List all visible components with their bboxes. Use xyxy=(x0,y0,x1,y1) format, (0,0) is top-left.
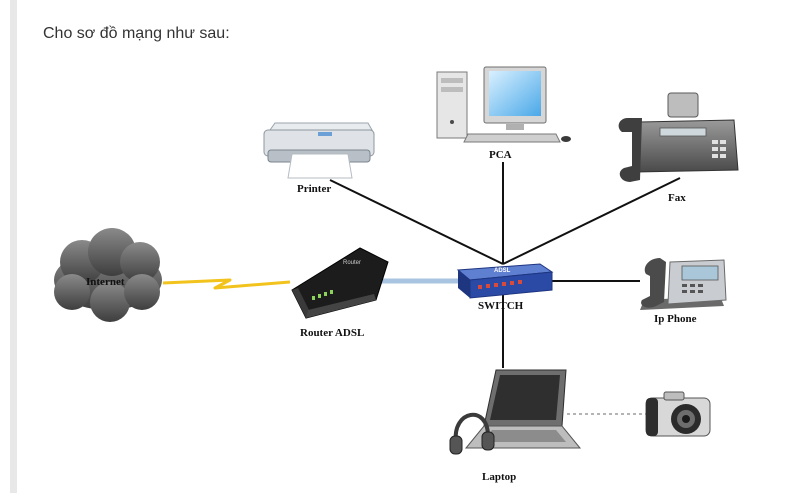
link-internet-router xyxy=(162,278,291,290)
switch-logo: ADSL xyxy=(494,268,511,274)
page-left-border xyxy=(10,0,17,493)
switch-label: SWITCH xyxy=(478,300,524,312)
camera-icon xyxy=(645,391,711,437)
laptop-label: Laptop xyxy=(482,471,516,483)
laptop-icon xyxy=(464,369,582,449)
connection-lines xyxy=(329,162,681,368)
router-logo: Router xyxy=(343,260,361,266)
printer-icon xyxy=(263,122,375,179)
router-label: Router ADSL xyxy=(300,327,364,339)
ip-phone-icon xyxy=(640,258,727,310)
internet-cloud-icon xyxy=(54,228,162,322)
fax-icon xyxy=(618,92,739,182)
fax-label: Fax xyxy=(668,192,686,204)
internet-label: Internet xyxy=(86,276,125,288)
link-switch-fax xyxy=(502,177,681,265)
intro-text: Cho sơ đồ mạng như sau: xyxy=(43,25,230,42)
link-switch-printer xyxy=(329,179,504,265)
headphones-icon xyxy=(449,412,495,455)
ip-phone-label: Ip Phone xyxy=(654,313,697,325)
router-icon: Router xyxy=(291,247,389,319)
printer-label: Printer xyxy=(297,183,331,195)
switch-icon: ADSL xyxy=(456,263,554,299)
pca-label: PCA xyxy=(489,149,512,161)
pc-icon xyxy=(436,66,571,143)
